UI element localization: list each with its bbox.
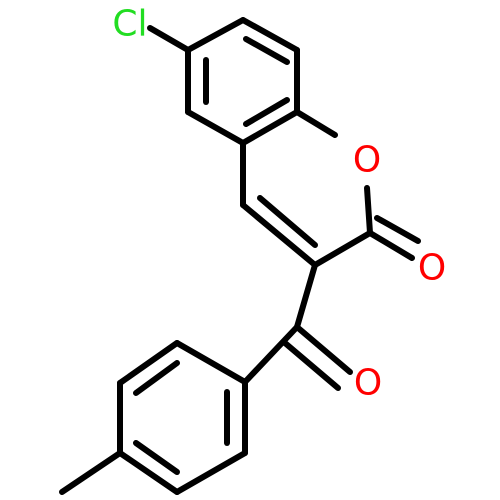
bond-c7-c8-inner <box>243 36 290 65</box>
bond-aryl-b <box>117 340 180 386</box>
bond-aryl-d <box>117 450 180 495</box>
bond-c6-c7 <box>185 17 246 53</box>
bond-c3-ketone-c <box>294 262 318 330</box>
ring-oxygen-atom-label: O <box>353 140 381 181</box>
chlorine-atom-label: Cl <box>112 4 147 45</box>
bond-c7-c8 <box>240 17 300 53</box>
bond-aryl-b-inner <box>133 360 180 396</box>
bond-aryl-e <box>174 450 248 495</box>
bonds <box>59 17 421 495</box>
bond-aryl-d-inner <box>133 440 180 475</box>
lactone-carbonyl-oxygen-label: O <box>418 248 446 289</box>
ketone-oxygen-label: O <box>354 363 382 404</box>
bond-o1-c2 <box>364 185 373 236</box>
bond-cl-c6 <box>147 25 191 53</box>
bond-c4-c3-inner <box>257 195 318 248</box>
bond-c8a-o1 <box>294 109 338 138</box>
bond-aryl-a <box>174 340 248 385</box>
bond-c3-c2 <box>312 230 373 268</box>
bond-c8a-c4a-inner <box>243 97 290 127</box>
bond-c2-o-carbonyl-second <box>374 215 421 244</box>
bond-ketone-c-o-second <box>282 340 341 391</box>
bond-c2-o-carbonyl <box>367 230 415 261</box>
bond-c4a-c5 <box>185 109 246 146</box>
bond-ketone-c-o <box>294 324 353 375</box>
bond-c4-c3 <box>240 202 318 268</box>
bond-ketone-c-aryl <box>242 324 300 385</box>
atom-labels: Cl O O O <box>112 4 446 404</box>
bond-c8a-c4a <box>240 109 300 146</box>
bond-methyl <box>59 450 123 495</box>
